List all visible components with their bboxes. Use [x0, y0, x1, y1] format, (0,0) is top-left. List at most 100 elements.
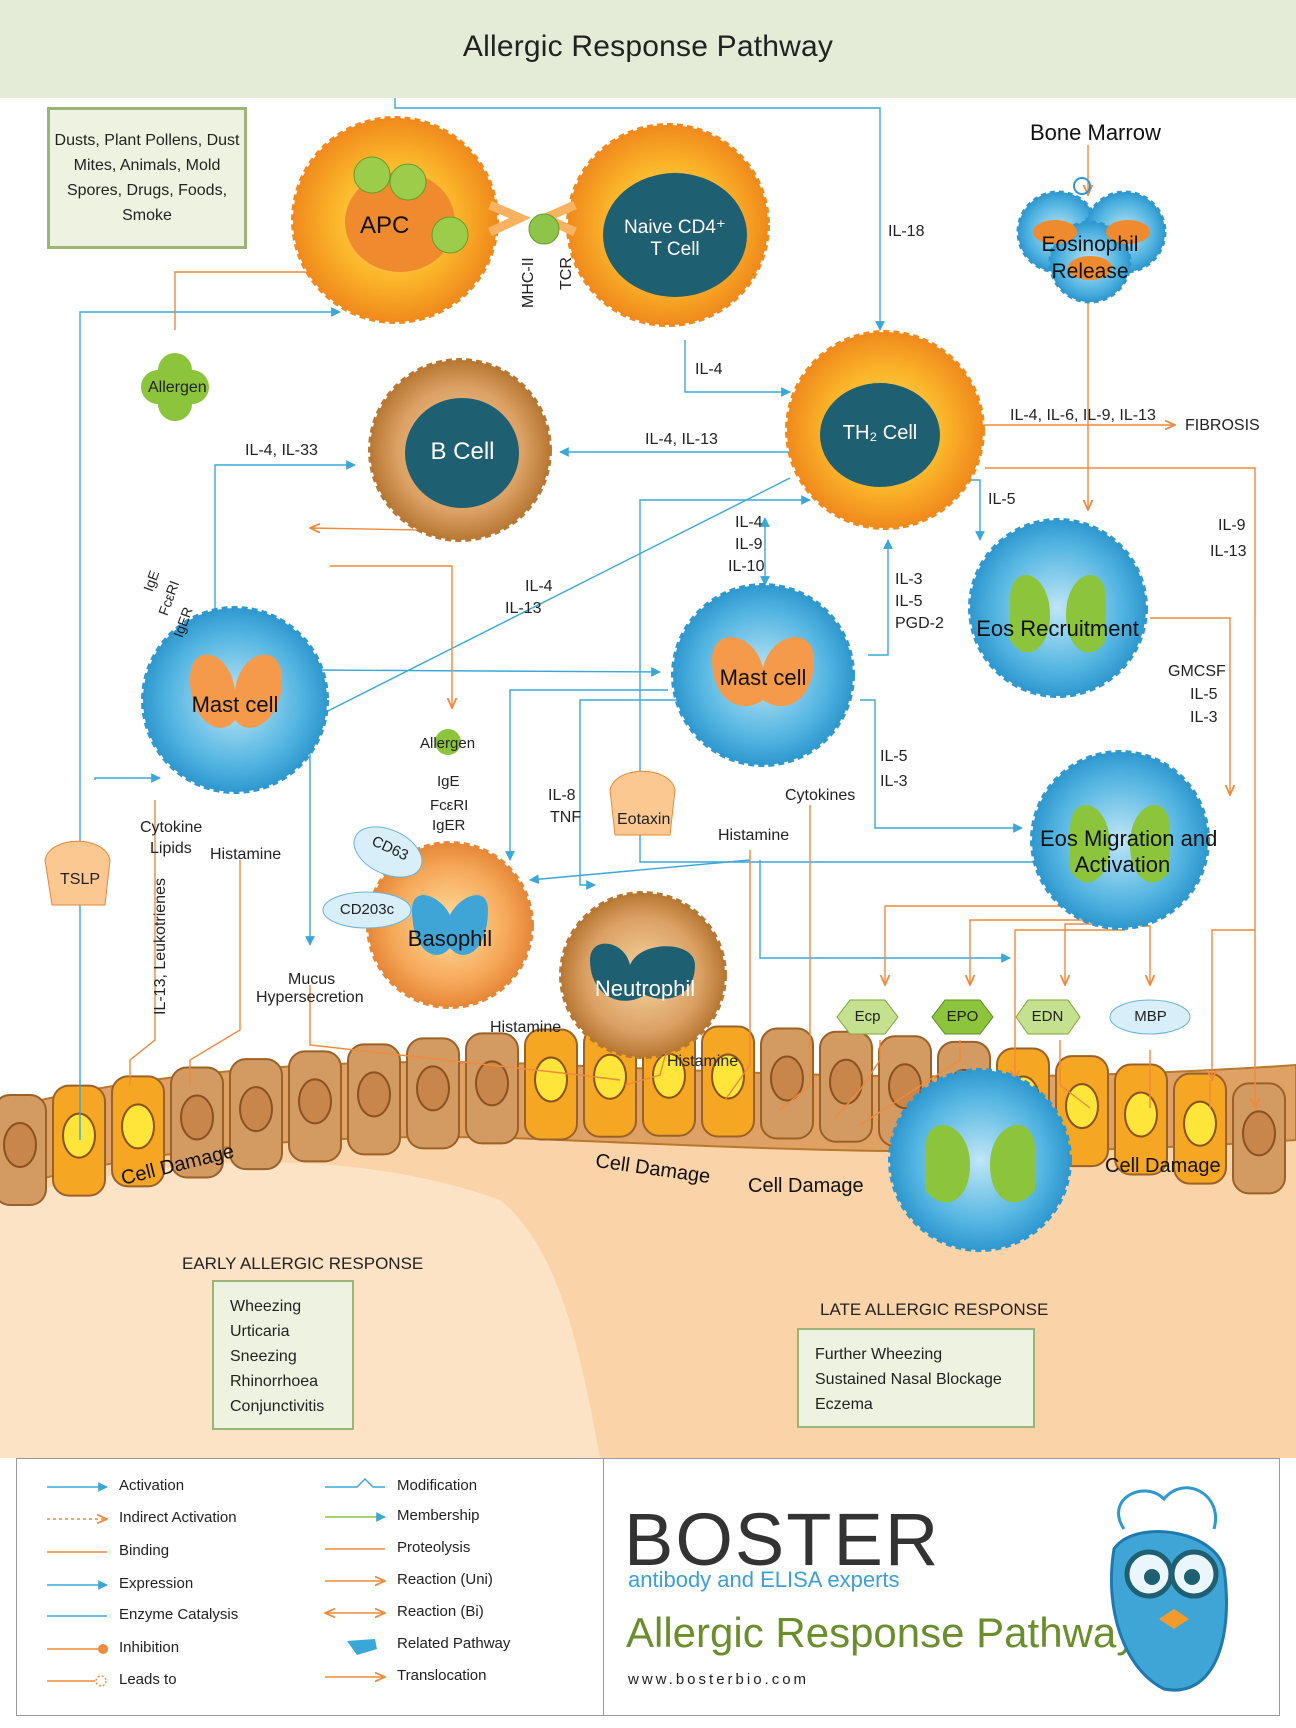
eos-migration-label-2: Activation: [1074, 852, 1171, 877]
naive-t-label-2: T Cell: [650, 239, 700, 260]
tcr-label: TCR: [558, 257, 575, 290]
epithelial-nucleus: [1183, 1100, 1217, 1147]
eotaxin-label: Eotaxin: [617, 811, 671, 828]
mbp-label: MBP: [1134, 1008, 1167, 1025]
apc-label: APC: [360, 212, 410, 239]
epithelial-nucleus: [888, 1063, 922, 1110]
epithelial-nucleus: [298, 1078, 332, 1125]
legend-panel: Activation Indirect Activation Binding E…: [16, 1458, 604, 1716]
il5b-label: IL-5: [895, 593, 923, 610]
mast-cell-left: [141, 606, 329, 794]
connector-lines: [79, 95, 1255, 1140]
mast-center-label: Mast cell: [719, 665, 807, 690]
il5c-label: IL-5: [1190, 686, 1218, 703]
ecp-pill: [836, 999, 899, 1035]
epithelial-nucleus: [1065, 1083, 1099, 1130]
edn-pill: [1015, 999, 1081, 1035]
hypersecretion-label: Hypersecretion: [256, 989, 364, 1006]
legend-item: Related Pathway: [397, 1635, 511, 1652]
il13-right-label: IL-13: [1210, 543, 1247, 560]
epithelial-nucleus: [357, 1071, 391, 1118]
fibrosis-label: FIBROSIS: [1185, 417, 1260, 434]
il5-eos-label: IL-5: [988, 491, 1016, 508]
eos-recruitment-cell: [968, 518, 1148, 698]
eos-migration-label: Eos Migration and: [1040, 826, 1218, 851]
cytokine-label: Cytokine: [140, 819, 203, 836]
header-bar: Allergic Response Pathway: [0, 0, 1296, 98]
mhc-tcr-complex: [488, 200, 577, 245]
allergen-source-line: Smoke: [122, 207, 172, 224]
fceri-label: FcεRI: [430, 797, 469, 814]
epithelial-nucleus: [1124, 1091, 1158, 1138]
b-cell: [368, 358, 552, 542]
legend-item: Indirect Activation: [119, 1509, 237, 1526]
brand-panel: BOSTER antibody and ELISA experts Allerg…: [604, 1458, 1280, 1716]
legend-item: Binding: [119, 1542, 170, 1559]
il4-mid-label: IL-4: [735, 514, 763, 531]
ige-label: IgE: [437, 773, 460, 790]
page-title: Allergic Response Pathway: [462, 30, 834, 63]
epithelial-nucleus: [180, 1094, 214, 1141]
epithelial-nucleus: [534, 1056, 568, 1103]
brand-url: www.bosterbio.com: [628, 1671, 810, 1688]
cell-damage-label-4: Cell Damage: [1105, 1155, 1221, 1177]
il10-mid-label: IL-10: [728, 558, 765, 575]
legend-item: Inhibition: [119, 1639, 180, 1656]
tslp-label: TSLP: [60, 871, 101, 888]
lipids-label: Lipids: [150, 840, 192, 857]
basophil-allergen-dot: [435, 729, 461, 755]
tnf-label: TNF: [550, 809, 582, 826]
epithelial-nucleus: [711, 1053, 745, 1100]
epo-pill: [931, 999, 994, 1035]
eosinophil-release-cluster: [1016, 177, 1167, 304]
epithelial-nucleus: [121, 1103, 155, 1150]
il9-label: IL-9: [1218, 517, 1246, 534]
th2-output-label: IL-4, IL-6, IL-9, IL-13: [1010, 407, 1156, 424]
early-response-item: Rhinorrhoea: [230, 1373, 319, 1390]
histamine-center-label: Histamine: [718, 827, 790, 844]
cytokines-label: Cytokines: [785, 787, 856, 804]
legend-symbols: [47, 1478, 605, 1687]
legend-item: Activation: [119, 1477, 185, 1494]
b-cell-label: B Cell: [430, 438, 495, 465]
epithelial-nucleus: [475, 1060, 509, 1107]
il5d-label: IL-5: [880, 748, 908, 765]
mhc-label: MHC-II: [520, 257, 537, 308]
legend-item: Expression: [119, 1575, 194, 1592]
epithelial-nucleus: [829, 1058, 863, 1105]
early-response-item: Sneezing: [230, 1348, 297, 1365]
early-response-item: Urticaria: [230, 1323, 290, 1340]
il4-diag-label: IL-4: [525, 578, 553, 595]
il4-il13-bcell-label: IL-4, IL-13: [645, 431, 718, 448]
allergen-source-line: Mites, Animals, Mold: [73, 157, 221, 174]
legend-item: Proteolysis: [397, 1539, 471, 1556]
allergen-label: Allergen: [148, 379, 207, 396]
late-response-item: Sustained Nasal Blockage: [815, 1371, 1002, 1388]
th2-cell: [785, 330, 985, 530]
il4-top-label: IL-4: [695, 361, 723, 378]
pgd2-label: PGD-2: [895, 615, 944, 632]
allergen-source-line: Dusts, Plant Pollens, Dust: [54, 132, 240, 149]
epithelial-nucleus: [3, 1122, 37, 1168]
eos-recruitment-label: Eos Recruitment: [976, 616, 1139, 641]
legend-item: Membership: [397, 1507, 480, 1524]
il9-mid-label: IL-9: [735, 536, 763, 553]
brand-tagline: antibody and ELISA experts: [628, 1567, 900, 1592]
mast-cell-center: [671, 583, 855, 767]
allergen-source-line: Spores, Drugs, Foods,: [66, 182, 228, 199]
eos-release-label-2: Release: [1051, 260, 1129, 283]
bone-marrow-label: Bone Marrow: [1030, 120, 1161, 145]
legend-item: Reaction (Bi): [397, 1603, 484, 1620]
eotaxin-shape: [609, 770, 676, 836]
eos-migration-cell: [1030, 750, 1210, 930]
early-response-item: Wheezing: [230, 1298, 302, 1315]
epithelial-nucleus: [62, 1112, 96, 1159]
neutrophil-label: Neutrophil: [594, 976, 696, 1001]
legend-item: Reaction (Uni): [397, 1571, 493, 1588]
late-response-title: LATE ALLERGIC RESPONSE: [820, 1300, 1049, 1319]
cd63-pill: [353, 826, 423, 878]
epithelial-nucleus: [416, 1065, 450, 1112]
early-response-item: Conjunctivitis: [230, 1398, 325, 1415]
histamine-basophil-label: Histamine: [490, 1019, 562, 1036]
